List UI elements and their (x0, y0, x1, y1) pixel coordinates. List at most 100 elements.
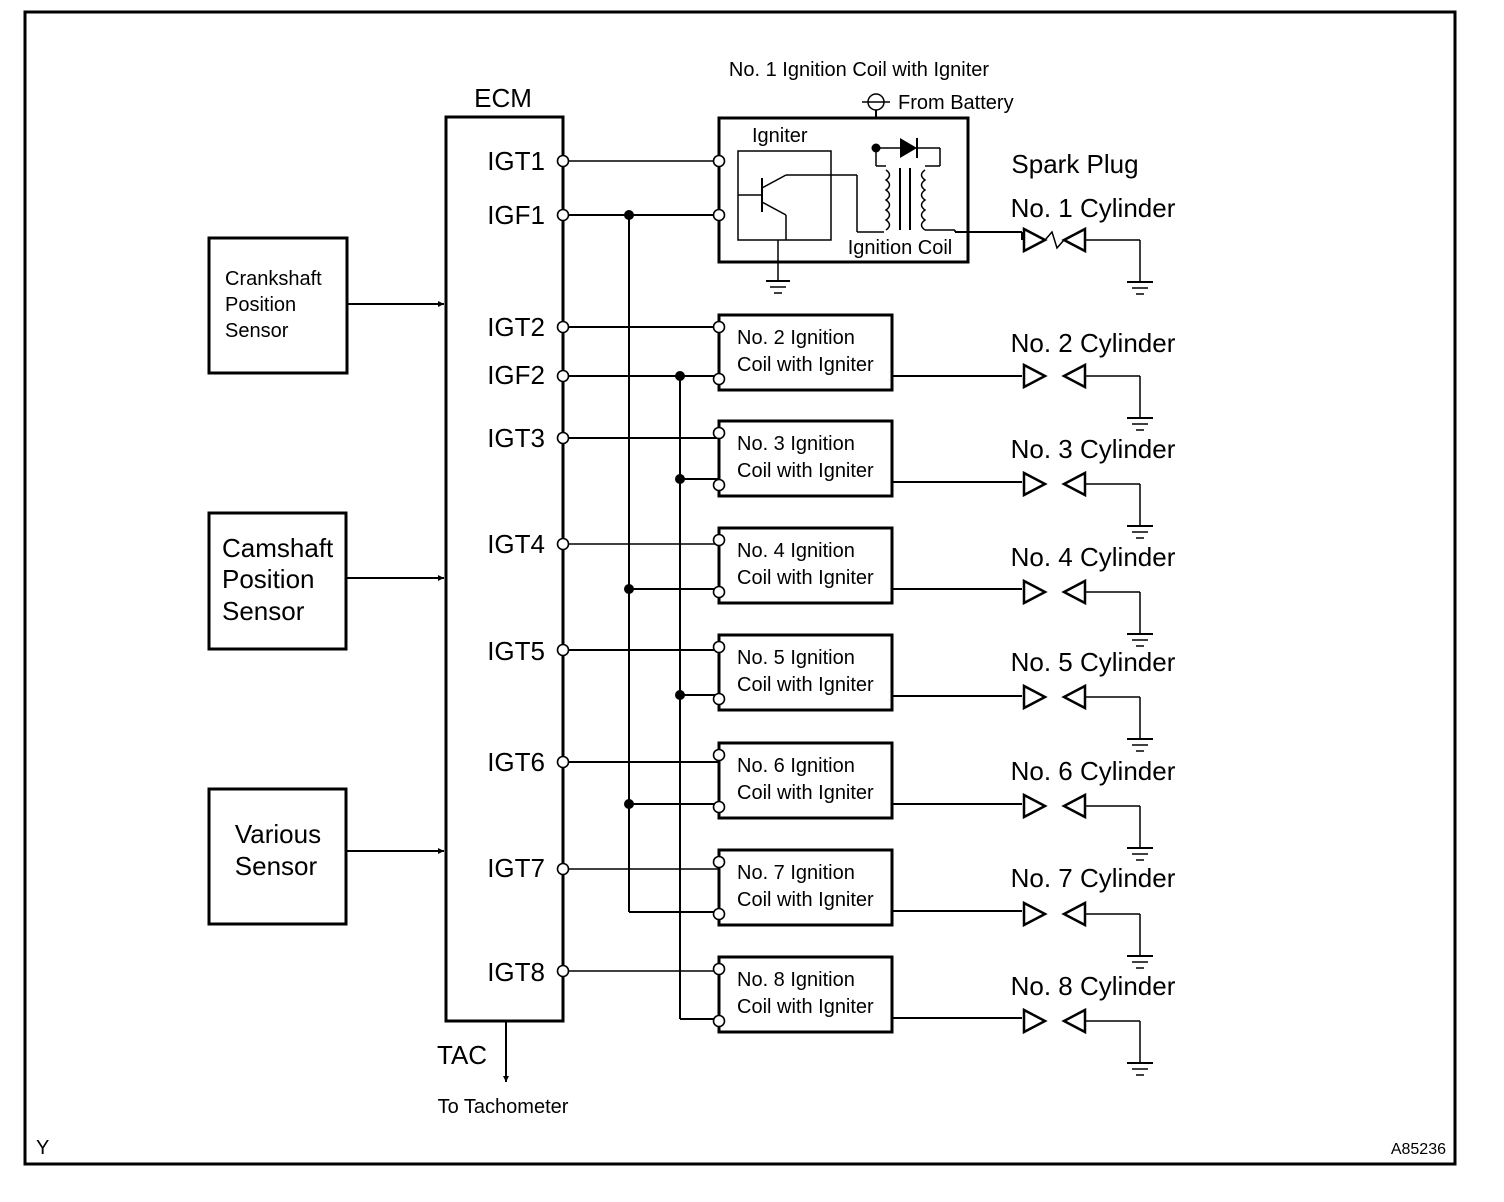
pin-igf1-label: IGF1 (487, 200, 545, 230)
coil-label-line2: Coil with Igniter (737, 782, 874, 804)
crankshaft-label-line2: Position (225, 294, 296, 316)
pin-igt3-label: IGT3 (487, 423, 545, 453)
electrode-icon (1022, 1007, 1048, 1035)
camshaft-label-line2: Position (222, 564, 315, 594)
crankshaft-label-line3: Sensor (225, 320, 289, 342)
electrode-icon (1061, 900, 1087, 928)
coil-label-line1: No. 6 Ignition (737, 755, 855, 777)
coil-label-line1: No. 4 Ignition (737, 540, 855, 562)
spark-plug-label: Spark Plug (1011, 149, 1138, 179)
junction-dot (624, 799, 634, 809)
coil-1-with-igniter: No. 1 Ignition Coil with Igniter From Ba… (712, 59, 1022, 294)
electrode-icon (1022, 226, 1048, 254)
cylinder-label: No. 6 Cylinder (1011, 756, 1176, 786)
ground-icon (1127, 633, 1153, 647)
cylinder-label: No. 1 Cylinder (1011, 193, 1176, 223)
ecm: ECM IGT1 IGF1 IGT2 IGF2 IGT3 IGT4 IGT5 I… (437, 83, 569, 1118)
figure-code: A85236 (1391, 1141, 1446, 1158)
ignition-coil-transformer-icon (871, 138, 956, 232)
spark-plug-cylinder-2: No. 2 Cylinder (1011, 328, 1176, 431)
electrode-icon (1022, 792, 1048, 820)
ground-icon (1127, 738, 1153, 752)
camshaft-label-line1: Camshaft (222, 533, 334, 563)
coil-label-line2: Coil with Igniter (737, 889, 874, 911)
diagram-frame (23, 10, 1457, 1166)
spark-plug-cylinder-3: No. 3 Cylinder (1011, 434, 1176, 539)
pin-igt4-label: IGT4 (487, 529, 545, 559)
battery-label: From Battery (898, 92, 1014, 114)
pin-igt7-label: IGT7 (487, 853, 545, 883)
cylinder-label: No. 3 Cylinder (1011, 434, 1176, 464)
ground-icon (1127, 1062, 1153, 1076)
corner-mark: Y (36, 1137, 49, 1159)
electrode-icon (1061, 226, 1087, 254)
electrode-icon (1022, 900, 1048, 928)
cylinder-label: No. 8 Cylinder (1011, 971, 1176, 1001)
junction-dot (675, 371, 685, 381)
spark-plug-cylinder-4: No. 4 Cylinder (1011, 542, 1176, 647)
electrode-icon (1022, 578, 1048, 606)
ground-icon (766, 240, 790, 294)
ignition-coil-label: Ignition Coil (848, 237, 953, 259)
various-label-line2: Sensor (235, 851, 318, 881)
coil-label-line2: Coil with Igniter (737, 354, 874, 376)
spark-plug-cylinder-5: No. 5 Cylinder (1011, 647, 1176, 752)
junction-dot (675, 474, 685, 484)
wiring (563, 160, 719, 1020)
pin-igt6-label: IGT6 (487, 747, 545, 777)
coil-label-line2: Coil with Igniter (737, 674, 874, 696)
crankshaft-position-sensor: Crankshaft Position Sensor (207, 236, 444, 375)
cylinder-label: No. 7 Cylinder (1011, 863, 1176, 893)
electrode-icon (1022, 362, 1048, 390)
various-label-line1: Various (235, 819, 321, 849)
coil-label-line2: Coil with Igniter (737, 996, 874, 1018)
tac-label: TAC (437, 1040, 487, 1070)
coil-label-line1: No. 7 Ignition (737, 862, 855, 884)
electrode-icon (1061, 683, 1087, 711)
ground-icon (1127, 525, 1153, 539)
electrode-icon (1061, 1007, 1087, 1035)
ground-icon (1127, 955, 1153, 969)
pin-igt5-label: IGT5 (487, 636, 545, 666)
coil-label-line1: No. 2 Ignition (737, 327, 855, 349)
electrode-icon (1061, 792, 1087, 820)
tac-note: To Tachometer (438, 1096, 569, 1118)
junction-dot (675, 690, 685, 700)
ground-icon (1127, 417, 1153, 431)
pin-igt2-label: IGT2 (487, 312, 545, 342)
ecm-title: ECM (474, 83, 532, 113)
transistor-icon (738, 174, 884, 240)
cylinder-label: No. 5 Cylinder (1011, 647, 1176, 677)
junction-dot (624, 584, 634, 594)
cylinder-label: No. 2 Cylinder (1011, 328, 1176, 358)
spark-plug-cylinder-6: No. 6 Cylinder (1011, 756, 1176, 861)
spark-plug-cylinder-8: No. 8 Cylinder (1011, 971, 1176, 1076)
coil-label-line2: Coil with Igniter (737, 460, 874, 482)
pin-igt8-label: IGT8 (487, 957, 545, 987)
spark-icon (1044, 230, 1065, 250)
camshaft-position-sensor: Camshaft Position Sensor (207, 511, 444, 651)
electrode-icon (1061, 362, 1087, 390)
igniter-label: Igniter (752, 125, 808, 147)
coil-label-line1: No. 5 Ignition (737, 647, 855, 669)
ground-icon (1127, 281, 1153, 295)
crankshaft-label-line1: Crankshaft (225, 268, 322, 290)
electrode-icon (1022, 683, 1048, 711)
coil-label-line2: Coil with Igniter (737, 567, 874, 589)
electrode-icon (1022, 470, 1048, 498)
spark-plug-cylinder-7: No. 7 Cylinder (1011, 863, 1176, 969)
camshaft-label-line3: Sensor (222, 596, 305, 626)
spark-plug-cylinder-1: No. 1 Cylinder (1011, 193, 1176, 295)
electrode-icon (1061, 578, 1087, 606)
junction-dot (624, 210, 634, 220)
